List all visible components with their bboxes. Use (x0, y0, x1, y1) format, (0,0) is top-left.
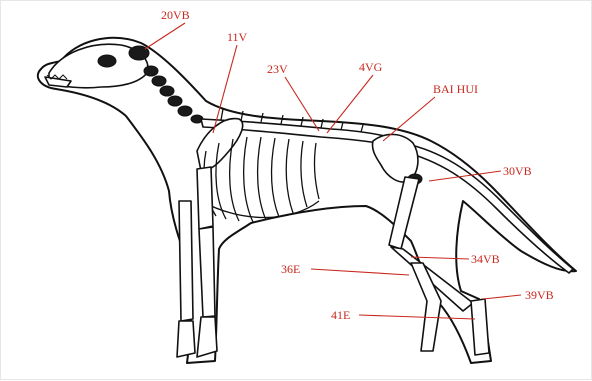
label-23v: 23V (267, 62, 288, 76)
front-foot (197, 317, 217, 357)
front-leg-far (179, 201, 193, 321)
label-30vb: 30VB (503, 164, 532, 178)
label-41e: 41E (331, 308, 350, 322)
label-20vb: 20VB (161, 8, 190, 22)
front-foot-far (177, 321, 195, 357)
humerus (197, 167, 213, 229)
label-4vg: 4VG (359, 60, 383, 74)
label-39vb: 39VB (525, 288, 554, 302)
label-baihui: BAI HUI (433, 82, 478, 96)
hind-metatarsal (471, 299, 489, 355)
eye-socket (98, 55, 116, 67)
label-36e: 36E (281, 262, 300, 276)
label-34vb: 34VB (471, 252, 500, 266)
label-11v: 11V (227, 30, 248, 44)
